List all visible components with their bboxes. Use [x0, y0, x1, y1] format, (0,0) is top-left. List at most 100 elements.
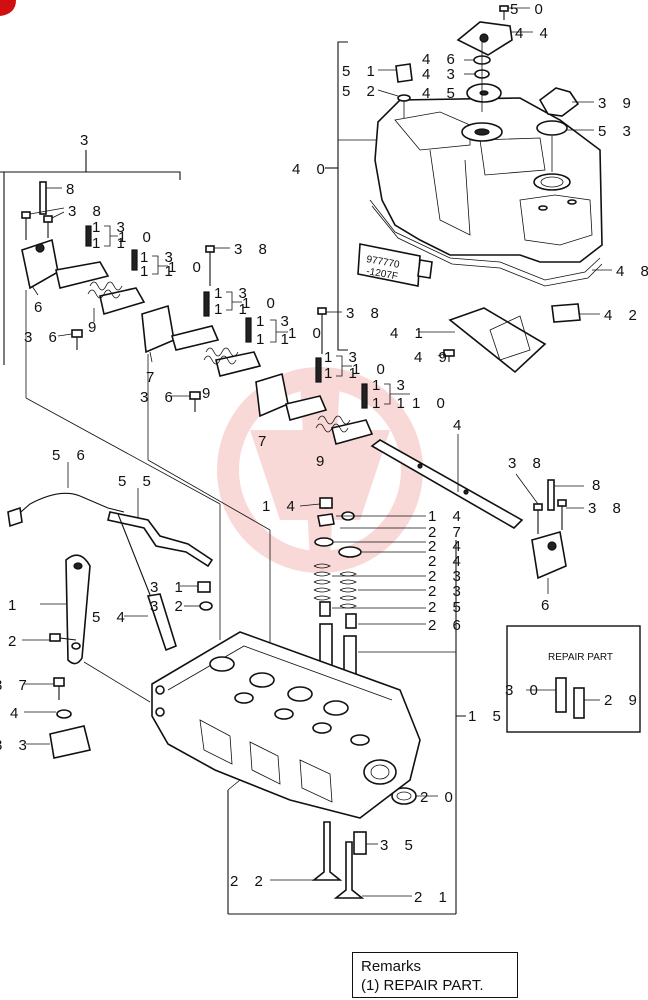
repair-part-box [506, 625, 641, 733]
rocker-arm-group [0, 150, 584, 680]
callout-22: 2 2 [230, 873, 269, 890]
callout-33: 3 3 [0, 737, 33, 754]
left-parts-group [7, 462, 214, 759]
callout-56: 5 6 [52, 447, 91, 464]
callout-9a: 9 [88, 319, 102, 336]
bracket-group-6: 1 3 1 1 1 0 [372, 377, 451, 412]
cylinder-head-group [151, 631, 421, 819]
callout-23a: 2 3 [428, 568, 467, 585]
svg-text:1 1: 1 1 [140, 263, 179, 280]
callout-3: 3 [80, 132, 94, 149]
callout-38c: 3 8 [346, 305, 385, 322]
svg-text:1 3: 1 3 [372, 377, 411, 394]
callout-27: 2 7 [428, 524, 467, 541]
valve-group [227, 497, 466, 915]
callout-43: 4 3 [422, 66, 461, 83]
remarks-line-1: (1) REPAIR PART. [361, 977, 484, 994]
callout-42: 4 2 [604, 307, 643, 324]
svg-text:1 0: 1 0 [412, 395, 451, 412]
callout-24a: 2 4 [428, 538, 467, 555]
callout-7a: 7 [146, 369, 160, 386]
svg-text:1 0: 1 0 [168, 259, 207, 276]
remarks-box: Remarks (1) REPAIR PART. [352, 952, 518, 998]
svg-text:1 1: 1 1 [256, 331, 295, 348]
svg-text:1 3: 1 3 [140, 249, 179, 266]
callout-53: 5 3 [598, 123, 637, 140]
callout-14b: 1 4 [428, 508, 467, 525]
bracket-group-3: 1 3 1 1 1 0 [214, 285, 281, 318]
cover-gasket [369, 199, 601, 281]
callout-9b: 9 [202, 385, 216, 402]
rocker-support-rightend [531, 530, 567, 580]
callout-41: 4 1 [390, 325, 429, 342]
callout-48: 4 8 [616, 263, 648, 280]
corner-marker [0, 0, 16, 16]
callout-30: 3 0 [505, 682, 544, 699]
callout-54: 5 4 [92, 609, 131, 626]
callout-37: 3 7 [0, 677, 33, 694]
callout-25: 2 5 [428, 599, 467, 616]
callout-9c: 9 [316, 453, 330, 470]
svg-text:1 0: 1 0 [288, 325, 327, 342]
bracket-group-2: 1 3 1 1 1 0 [140, 249, 207, 280]
callout-52: 5 2 [342, 83, 381, 100]
callout-24b: 2 4 [428, 553, 467, 570]
svg-text:1 0: 1 0 [118, 229, 157, 246]
exhaust-valve [333, 841, 365, 899]
callout-26: 2 6 [428, 617, 467, 634]
callout-55: 5 5 [118, 473, 157, 490]
callout-8a: 8 [66, 181, 80, 198]
rocker-cover [374, 97, 603, 263]
svg-text:1 1: 1 1 [214, 301, 253, 318]
callout-7b: 7 [258, 433, 272, 450]
callout-38b: 3 8 [234, 241, 273, 258]
callout-36a: 3 6 [24, 329, 63, 346]
callout-49: 4 9 [414, 349, 453, 366]
callout-4a: 4 [453, 417, 467, 434]
rocker-support-right [255, 372, 289, 418]
callout-labels: 5 0 4 4 4 6 4 3 4 5 5 1 5 2 3 9 5 3 4 0 … [0, 1, 648, 906]
cover-plate [448, 307, 547, 374]
callout-6a: 6 [34, 299, 48, 316]
cylinder-head [151, 631, 421, 819]
callout-23b: 2 3 [428, 583, 467, 600]
rocker-support-mid [141, 304, 175, 354]
svg-text:1 0: 1 0 [242, 295, 281, 312]
callout-36b: 3 6 [140, 389, 179, 406]
callout-2: 2 [8, 633, 22, 650]
callout-51: 5 1 [342, 63, 381, 80]
callout-46: 4 6 [422, 51, 461, 68]
wire-harness [13, 492, 125, 519]
callout-35: 3 5 [380, 837, 419, 854]
bracket-group-5: 1 3 1 1 1 0 [324, 349, 391, 382]
svg-text:1 3: 1 3 [214, 285, 253, 302]
intake-valve [311, 821, 343, 881]
callout-44: 4 4 [515, 25, 554, 42]
callout-39: 3 9 [598, 95, 637, 112]
callout-6b: 6 [541, 597, 555, 614]
harness-bracket [107, 511, 214, 568]
svg-text:1 3: 1 3 [324, 349, 363, 366]
repair-part-title: REPAIR PART [548, 652, 613, 663]
callout-1: 1 [8, 597, 22, 614]
oil-filler-cap [538, 87, 580, 117]
callout-50: 5 0 [510, 1, 549, 18]
callout-21: 2 1 [414, 889, 453, 906]
callout-31: 3 1 [150, 579, 189, 596]
callout-40: 4 0 [292, 161, 331, 178]
callout-32: 3 2 [150, 598, 189, 615]
sealant-tube [357, 243, 421, 287]
bracket-group-1: 1 3 1 1 1 0 [92, 219, 157, 252]
svg-text:1 3: 1 3 [92, 219, 131, 236]
rocker-cover-group [325, 5, 612, 374]
callout-8b: 8 [592, 477, 606, 494]
lifting-eye [65, 554, 91, 665]
bracket-group-4: 1 3 1 1 1 0 [256, 313, 327, 348]
svg-text:1 1: 1 1 [92, 235, 131, 252]
svg-text:1 3: 1 3 [256, 313, 295, 330]
callout-38a: 3 8 [68, 203, 107, 220]
svg-text:1 0: 1 0 [352, 361, 391, 378]
callout-45: 4 5 [422, 85, 461, 102]
rocker-shaft [370, 439, 524, 529]
